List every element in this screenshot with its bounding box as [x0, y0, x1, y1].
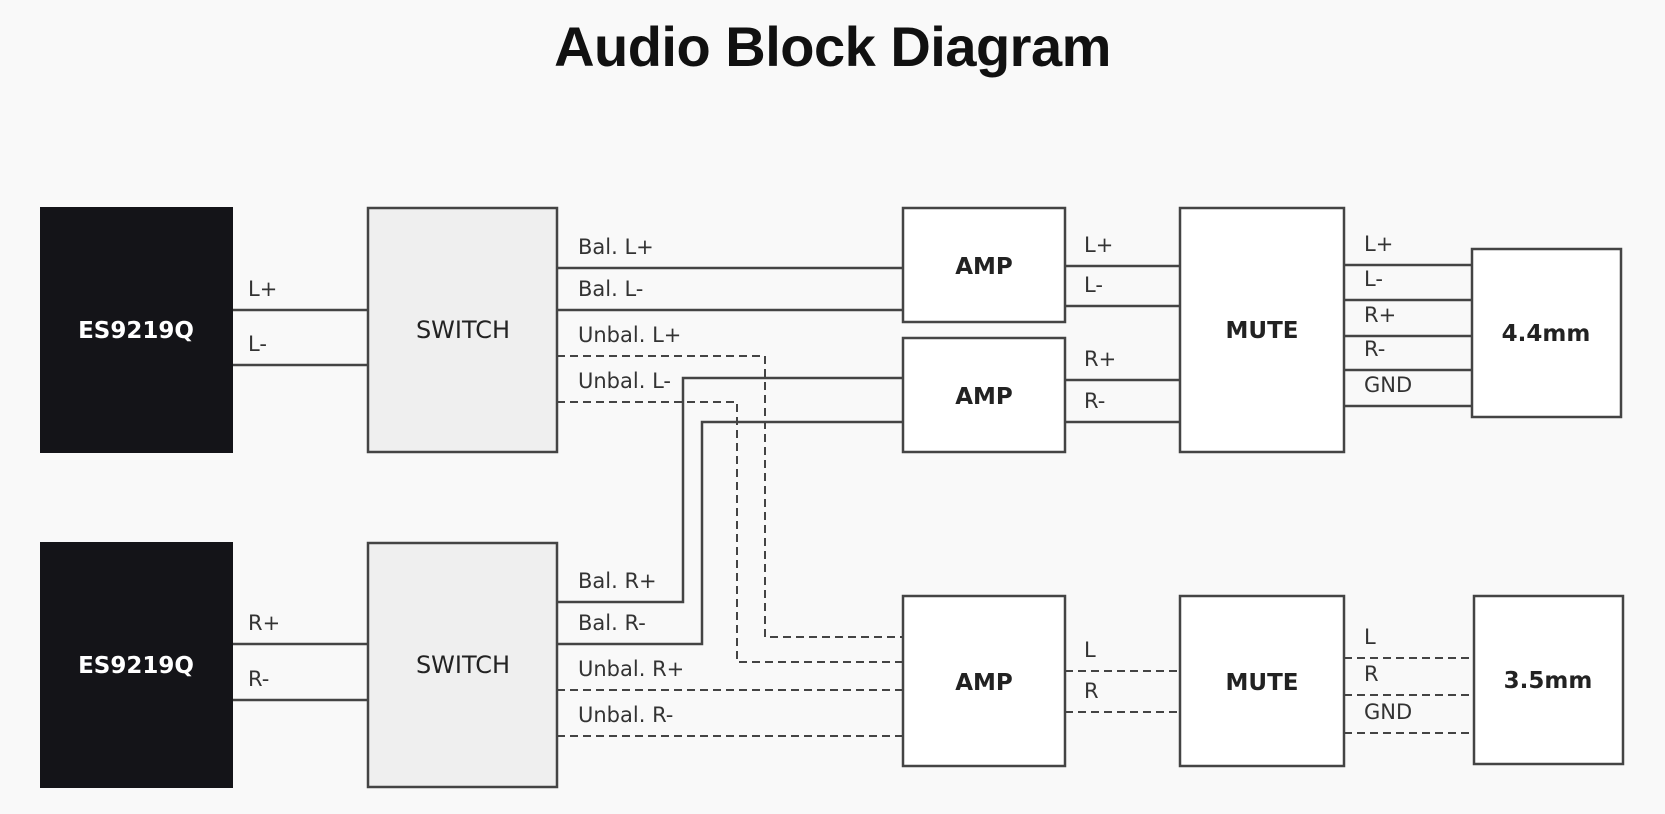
mute-top-block: MUTE	[1178, 206, 1346, 454]
amp-top-left-block: AMP	[901, 206, 1067, 324]
label-mute-lplus: L+	[1364, 232, 1393, 256]
jack-44mm-block: 4.4mm	[1470, 247, 1623, 419]
switch-top-label: SWITCH	[416, 316, 510, 344]
label-dac-top-lplus: L+	[248, 277, 277, 301]
label-unbal-rplus: Unbal. R+	[578, 657, 684, 681]
wire-unbal-lplus	[557, 355, 903, 638]
label-bal-rminus: Bal. R-	[578, 611, 646, 635]
label-mute-bot-r: R	[1364, 662, 1379, 686]
label-bal-lplus: Bal. L+	[578, 235, 654, 259]
label-bal-lminus: Bal. L-	[578, 277, 643, 301]
mute-bottom-label: MUTE	[1226, 670, 1299, 696]
label-dac-bot-rplus: R+	[248, 611, 280, 635]
label-amp-out-lminus: L-	[1084, 273, 1103, 297]
label-unbal-rminus: Unbal. R-	[578, 703, 673, 727]
amp-top-right-block: AMP	[901, 336, 1067, 454]
label-amp-out-rminus: R-	[1084, 389, 1105, 413]
switch-bottom-block: SWITCH	[366, 541, 559, 789]
amp-bottom-label: AMP	[955, 670, 1013, 696]
label-mute-bot-gnd: GND	[1364, 700, 1412, 724]
label-bal-rplus: Bal. R+	[578, 569, 657, 593]
wire-bal-rplus	[557, 376, 903, 604]
jack-35mm-block: 3.5mm	[1472, 594, 1625, 766]
label-dac-top-lminus: L-	[248, 332, 267, 356]
label-mute-bot-l: L	[1364, 625, 1376, 649]
dac-bottom-block: ES9219Q	[40, 542, 233, 788]
label-unbal-lplus: Unbal. L+	[578, 323, 681, 347]
dac-top-label: ES9219Q	[78, 318, 194, 344]
wire-bal-rminus	[557, 420, 903, 646]
switch-bottom-label: SWITCH	[416, 651, 510, 679]
switch-top-block: SWITCH	[366, 206, 559, 454]
label-amp-bot-out-r: R	[1084, 679, 1099, 703]
amp-bottom-block: AMP	[901, 594, 1067, 768]
wire-unbal-lminus	[557, 401, 903, 663]
page-title: Audio Block Diagram	[554, 15, 1111, 78]
label-amp-bot-out-l: L	[1084, 638, 1096, 662]
jack-44mm-label: 4.4mm	[1502, 321, 1591, 347]
label-mute-rplus: R+	[1364, 303, 1396, 327]
label-unbal-lminus: Unbal. L-	[578, 369, 671, 393]
dac-top-block: ES9219Q	[40, 207, 233, 453]
amp-top-right-label: AMP	[955, 384, 1013, 410]
dac-bottom-label: ES9219Q	[78, 653, 194, 679]
label-amp-out-rplus: R+	[1084, 347, 1116, 371]
mute-top-label: MUTE	[1226, 318, 1299, 344]
label-mute-rminus: R-	[1364, 337, 1385, 361]
amp-top-left-label: AMP	[955, 254, 1013, 280]
label-dac-bot-rminus: R-	[248, 667, 269, 691]
label-mute-gnd: GND	[1364, 373, 1412, 397]
label-amp-out-lplus: L+	[1084, 233, 1113, 257]
label-mute-lminus: L-	[1364, 267, 1383, 291]
jack-35mm-label: 3.5mm	[1504, 668, 1593, 694]
mute-bottom-block: MUTE	[1178, 594, 1346, 768]
